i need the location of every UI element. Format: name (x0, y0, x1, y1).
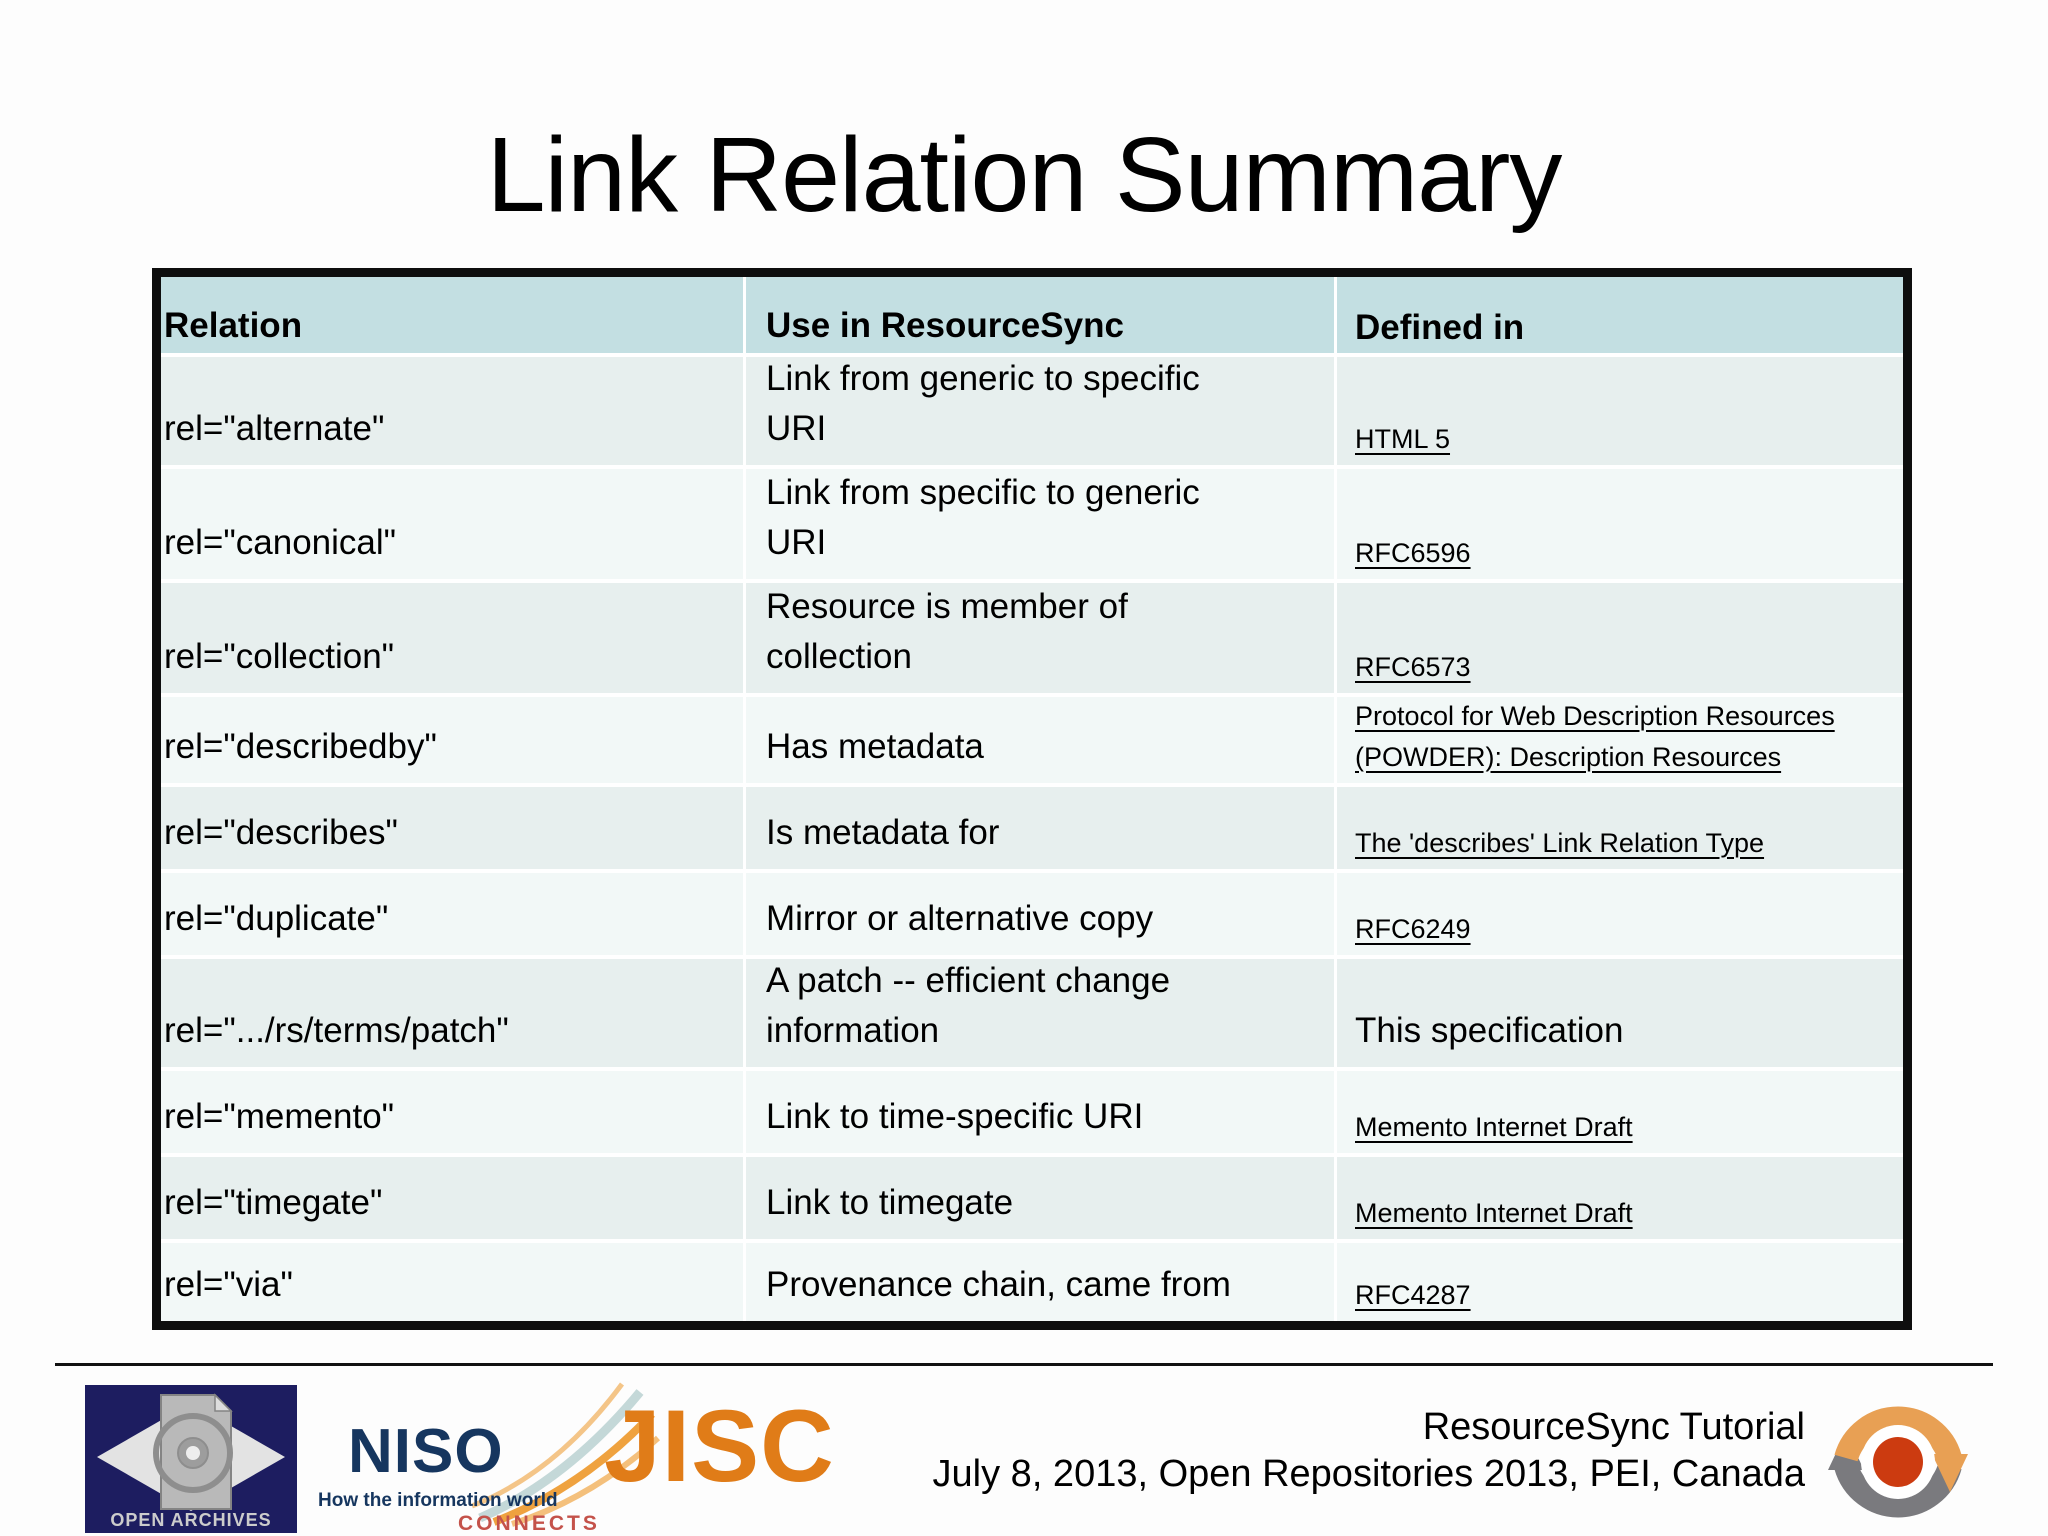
cell-defined-in: RFC6596 (1337, 469, 1903, 579)
cell-defined-in: Memento Internet Draft (1337, 1157, 1903, 1239)
cell-use: Has metadata (746, 697, 1334, 783)
cell-defined-in: RFC6249 (1337, 873, 1903, 955)
niso-logo: NISO How the information world CONNECTS (318, 1382, 661, 1535)
cell-defined-in: Memento Internet Draft (1337, 1071, 1903, 1153)
cell-use: Mirror or alternative copy (746, 873, 1334, 955)
column-header-2: Defined in (1337, 277, 1903, 353)
cell-relation: rel="timegate" (161, 1157, 743, 1239)
cell-use: Link to timegate (746, 1157, 1334, 1239)
red-center-icon (1873, 1437, 1923, 1487)
footer-divider (55, 1363, 1993, 1366)
defined-in-link[interactable]: Protocol for Web Description Resources (… (1355, 701, 1835, 772)
cell-relation: rel="describes" (161, 787, 743, 869)
footer-credit-line2: July 8, 2013, Open Repositories 2013, PE… (932, 1453, 1805, 1495)
defined-in-link[interactable]: RFC6596 (1355, 537, 1471, 568)
cell-use: Link from specific to generic URI (746, 469, 1334, 579)
cell-relation: rel=".../rs/terms/patch" (161, 959, 743, 1067)
niso-tagline: How the information world (318, 1490, 558, 1511)
jisc-logo: JISC (604, 1389, 835, 1503)
cell-relation: rel="duplicate" (161, 873, 743, 955)
defined-in-link[interactable]: RFC6249 (1355, 913, 1471, 944)
target-outer-ring-icon (153, 1413, 233, 1493)
cell-use: Link to time-specific URI (746, 1071, 1334, 1153)
defined-in-link[interactable]: RFC6573 (1355, 651, 1471, 682)
cell-use: Resource is member of collection (746, 583, 1334, 693)
orange-arrow-arc-icon (1834, 1406, 1962, 1462)
defined-in-link[interactable]: HTML 5 (1355, 423, 1451, 454)
niso-wordmark: NISO (348, 1417, 504, 1486)
footer-credit-line1: ResourceSync Tutorial (1422, 1406, 1805, 1448)
cell-relation: rel="describedby" (161, 697, 743, 783)
defined-in-text: This specification (1355, 1010, 1624, 1050)
defined-in-link[interactable]: RFC4287 (1355, 1279, 1471, 1310)
cell-relation: rel="canonical" (161, 469, 743, 579)
cell-use: Link from generic to specific URI (746, 357, 1334, 465)
gray-arrow-arc-icon (1834, 1462, 1962, 1518)
cell-use: Is metadata for (746, 787, 1334, 869)
cell-defined-in: RFC6573 (1337, 583, 1903, 693)
document-fold-icon (214, 1393, 233, 1412)
target-center-dot-icon (186, 1446, 200, 1460)
orange-arrowhead-icon (1932, 1454, 1968, 1492)
cell-defined-in: This specification (1337, 959, 1903, 1067)
defined-in-link[interactable]: Memento Internet Draft (1355, 1197, 1633, 1228)
cell-defined-in: The 'describes' Link Relation Type (1337, 787, 1903, 869)
open-archives-label: OPEN ARCHIVES (110, 1510, 271, 1530)
cell-defined-in: RFC4287 (1337, 1243, 1903, 1321)
cell-use: A patch -- efficient change information (746, 959, 1334, 1067)
open-archives-logo: OPEN ARCHIVES (85, 1385, 297, 1533)
cell-defined-in: Protocol for Web Description Resources (… (1337, 697, 1903, 783)
resourcesync-logo (1828, 1406, 1968, 1518)
niso-connects-label: CONNECTS (458, 1512, 600, 1535)
cell-relation: rel="via" (161, 1243, 743, 1321)
footer-credit: ResourceSync Tutorial July 8, 2013, Open… (933, 1404, 1805, 1498)
column-header-1: Use in ResourceSync (746, 277, 1334, 353)
cell-relation: rel="collection" (161, 583, 743, 693)
column-header-0: Relation (161, 277, 743, 353)
defined-in-link[interactable]: Memento Internet Draft (1355, 1111, 1633, 1142)
cell-use: Provenance chain, came from (746, 1243, 1334, 1321)
cell-relation: rel="memento" (161, 1071, 743, 1153)
cell-relation: rel="alternate" (161, 357, 743, 465)
defined-in-link[interactable]: The 'describes' Link Relation Type (1355, 827, 1765, 858)
page-title: Link Relation Summary (486, 116, 1563, 235)
niso-swoosh-icon (472, 1382, 661, 1527)
cell-defined-in: HTML 5 (1337, 357, 1903, 465)
